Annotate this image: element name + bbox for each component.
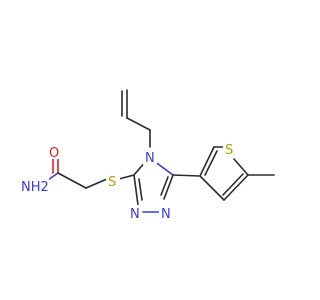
bond-c5-n1 bbox=[163, 174, 174, 200]
bond-c-ch2 bbox=[57, 172, 87, 189]
bond-n4-c5 bbox=[153, 160, 174, 176]
atom-sulfur-thioether: S bbox=[108, 175, 116, 190]
atom-sulfur-thiophene: S bbox=[225, 143, 233, 158]
atom-n1: N bbox=[161, 207, 171, 222]
molecule-diagram: O NH2 S N N N S bbox=[19, 89, 275, 222]
atom-oxygen: O bbox=[49, 146, 59, 161]
atom-amine: NH2 bbox=[21, 180, 49, 195]
bond-c5-n1-double bbox=[160, 176, 169, 196]
bond-thio-s-c5 bbox=[233, 158, 249, 176]
bond-c5-thiophene bbox=[172, 174, 201, 177]
bond-thio-c3-c2-double bbox=[204, 150, 218, 176]
bond-thio-c5-c4-double bbox=[222, 173, 244, 196]
atom-labels: O NH2 S N N N S bbox=[19, 141, 237, 222]
bond-thio-c4-c3 bbox=[199, 175, 225, 201]
bond-s-c3 bbox=[118, 174, 135, 180]
bond-n2-c3 bbox=[133, 174, 139, 206]
bond-thio-c5-c4 bbox=[223, 174, 249, 201]
atom-n4: N bbox=[145, 151, 155, 166]
bond-ch2-s bbox=[85, 178, 108, 189]
bonds bbox=[44, 89, 275, 213]
bond-n2-c3-double bbox=[138, 178, 143, 201]
atom-n2: N bbox=[130, 207, 140, 222]
bond-thio-c3-c2 bbox=[199, 146, 215, 177]
bond-ch2-ch bbox=[126, 117, 151, 131]
